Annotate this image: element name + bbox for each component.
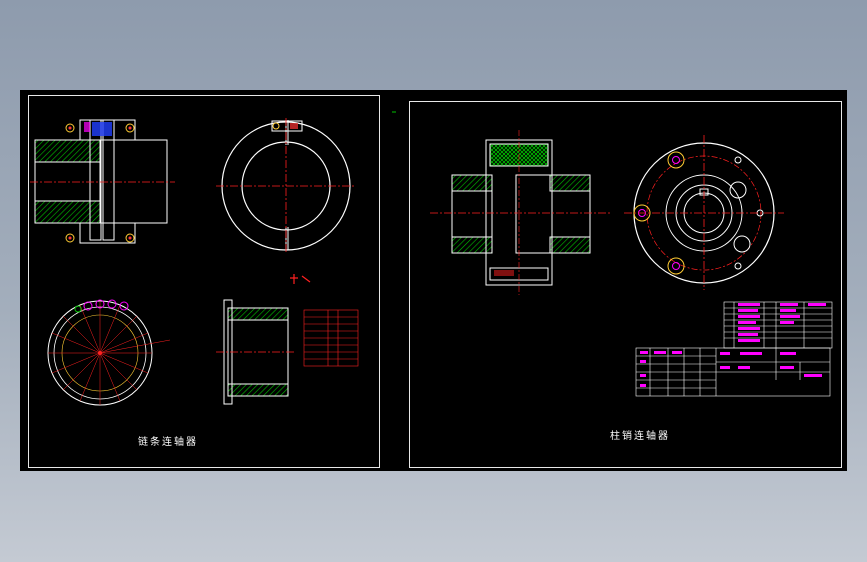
cad-drawing-canvas[interactable]: 链条连轴器 柱销连轴器 <box>20 90 847 471</box>
chain-coupling-section-view <box>30 119 175 244</box>
note-mark <box>290 274 311 284</box>
title-block <box>635 347 831 397</box>
sleeve-section-view <box>216 299 296 405</box>
left-drawing-frame <box>28 95 380 468</box>
left-drawing-title: 链条连轴器 <box>138 437 198 448</box>
parameter-table <box>303 309 359 367</box>
right-drawing-title: 柱销连轴器 <box>610 431 670 442</box>
pin-coupling-section-view <box>430 130 610 295</box>
parts-list-text <box>738 303 826 342</box>
sprocket-view <box>47 299 171 406</box>
ring-end-view <box>216 118 356 254</box>
pin-coupling-end-view <box>624 135 784 290</box>
cad-geometry <box>30 111 833 406</box>
title-block-text <box>640 351 822 387</box>
right-drawing-frame <box>409 101 842 468</box>
